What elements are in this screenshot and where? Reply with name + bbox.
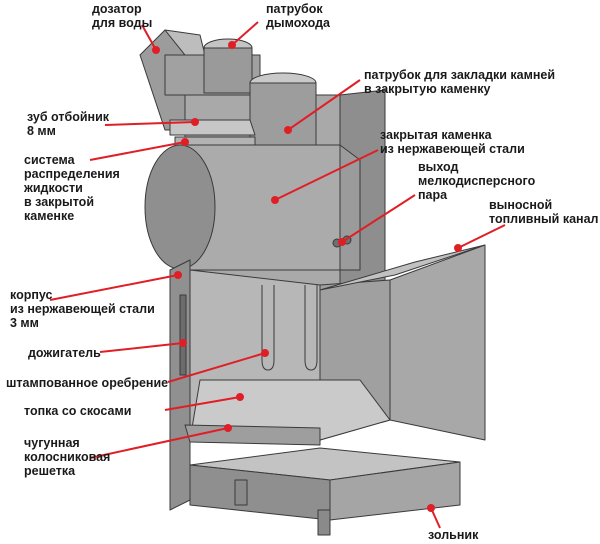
label-closed-heater: закрытая каменка из нержавеющей стали [380,128,525,156]
heater-cylinder-end [144,144,216,270]
label-deflector-tooth: зуб отбойник 8 мм [27,110,110,138]
leg [317,509,331,536]
leader-topka [164,396,241,411]
label-liquid-distribution: система распределения жидкости в закрыто… [24,153,120,223]
deflector-shelf [169,119,256,136]
chimney-pipe-body [203,47,253,94]
label-ribbing: штампованное оребрение [6,376,169,390]
label-firebox: топка со скосами [24,404,132,418]
leader-kolosnik [89,427,229,459]
label-stone-loading-pipe: патрубок для закладки камней в закрытую … [364,68,556,96]
label-water-doser: дозатор для воды [92,2,153,30]
label-afterburner: дожигатель [28,346,101,360]
leader-zakladka [287,79,361,131]
fuel-channel-side [389,244,486,441]
leg [234,479,248,506]
label-body: корпус из нержавеющей стали 3 мм [10,288,155,330]
label-ash-pan: зольник [428,528,479,542]
leader-kanal [457,224,506,249]
leader-orebrenie [167,352,266,383]
label-steam-outlet: выход мелкодисперсного пара [418,160,536,202]
grate [184,424,321,446]
rib [261,285,275,371]
afterburner-slot [179,294,187,376]
leader-zub [104,121,196,126]
leader-dozator [141,24,157,51]
leader-kamenka [274,149,379,201]
label-chimney-pipe: патрубок дымохода [266,2,331,30]
leader-vyhod [341,194,416,243]
label-fuel-channel: выносной топливный канал [489,198,599,226]
leader-dozhigatel [99,342,184,353]
leader-raspred [89,141,186,161]
leader-korpus [49,274,179,301]
label-grate: чугунная колосниковая решетка [24,436,111,478]
leader-dymohod [231,21,259,46]
rib [304,285,318,371]
